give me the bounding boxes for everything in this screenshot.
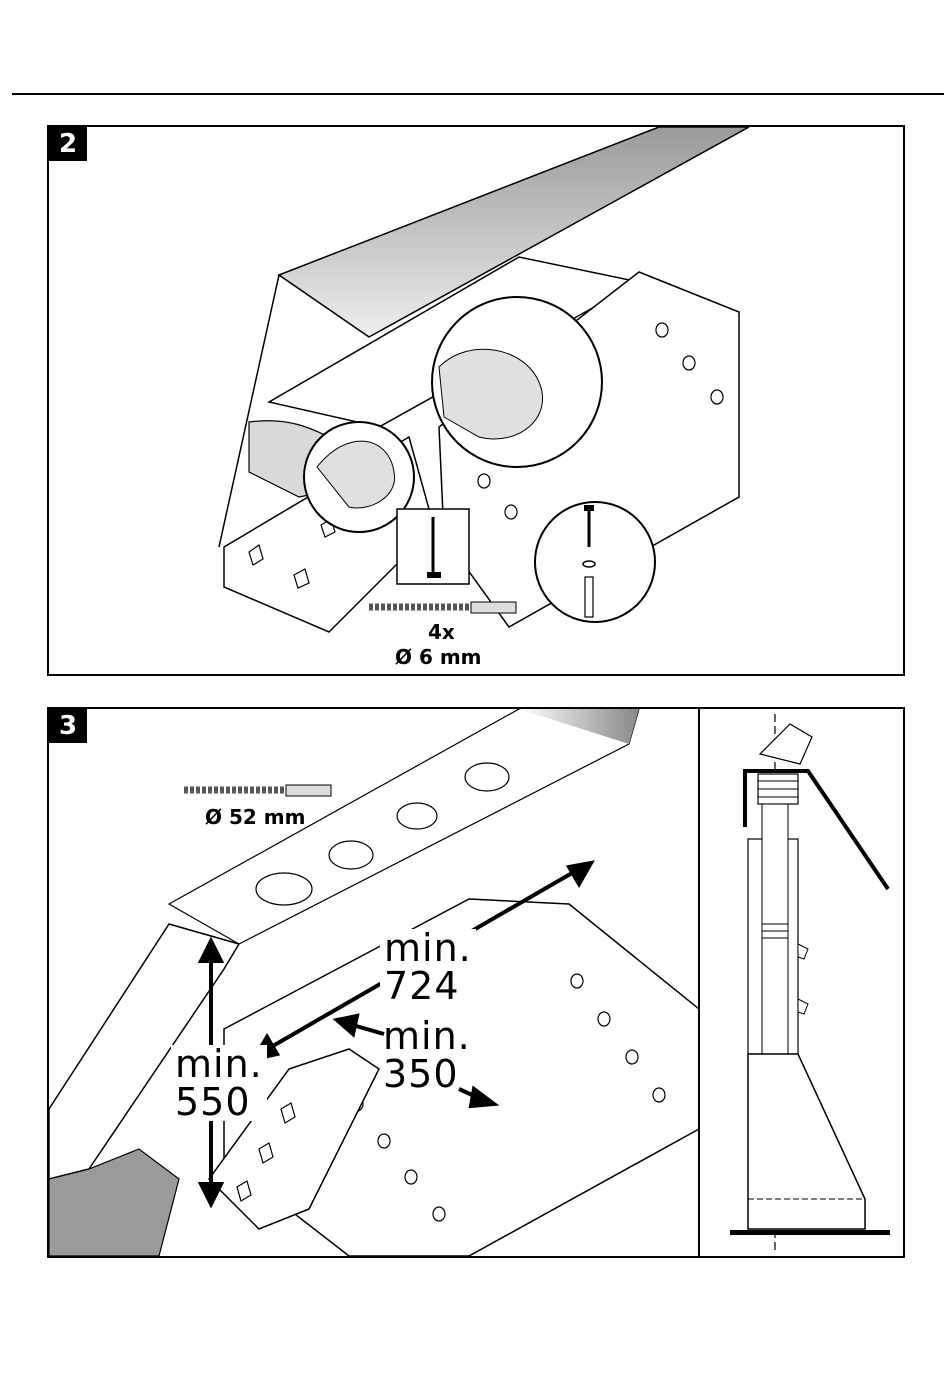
screw-count-label: 4x [428, 620, 455, 644]
drill-bit-icon [184, 785, 331, 796]
step-number-badge: 2 [49, 127, 87, 161]
illustration-step-2 [49, 127, 903, 674]
panel-step-2: 2 [47, 125, 905, 676]
side-section-illustration [700, 709, 903, 1256]
drill-diameter-label: Ø 6 mm [395, 645, 482, 669]
drill-bit-icon [369, 602, 516, 613]
min-350-label: min. 350 [379, 1017, 475, 1093]
step-number-badge: 3 [49, 709, 87, 743]
min-550-label: min. 550 [171, 1045, 267, 1121]
illustration-step-3 [49, 709, 698, 1256]
panel-step-3-side-view [698, 707, 905, 1258]
header-rule [12, 93, 944, 95]
detail-circle-screws [535, 502, 655, 622]
panel-step-3: 3 [47, 707, 700, 1258]
min-724-label: min. 724 [380, 929, 476, 1005]
hole-diameter-label: Ø 52 mm [205, 805, 305, 829]
